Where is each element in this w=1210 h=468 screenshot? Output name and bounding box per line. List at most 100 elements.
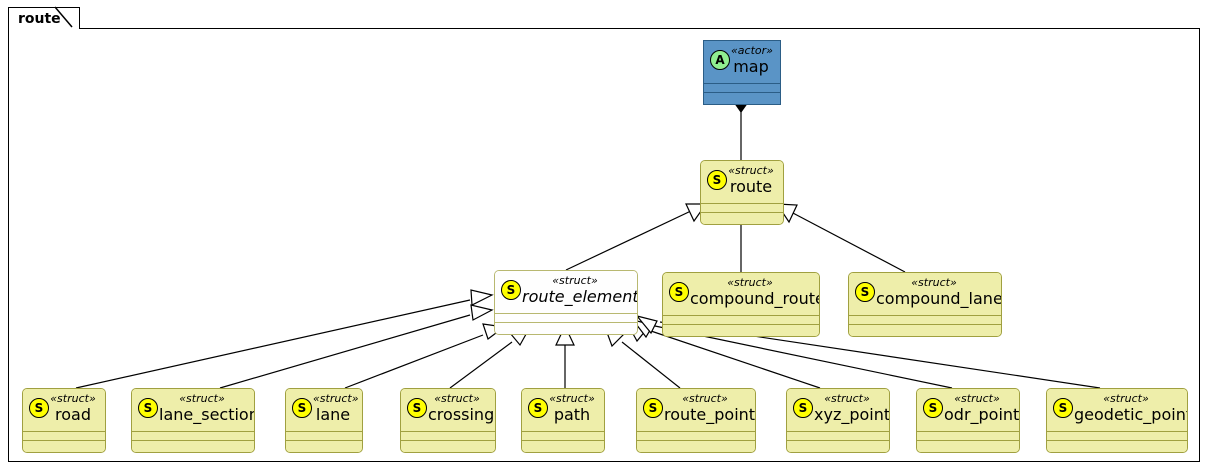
class-node-map-operations-compartment bbox=[704, 92, 780, 104]
struct-badge-icon: S bbox=[923, 398, 943, 418]
class-node-route-element-name: route_element bbox=[522, 287, 638, 306]
class-node-route-operations-compartment bbox=[701, 212, 783, 224]
edge-xyz-point-route-element bbox=[647, 329, 821, 389]
class-node-map-header: A «actor» map bbox=[704, 41, 780, 83]
class-node-compound-route[interactable]: S «struct» compound_route bbox=[662, 272, 820, 337]
class-node-xyz-point[interactable]: S «struct» xyz_point bbox=[786, 388, 890, 453]
edge-crossing-route-element bbox=[449, 341, 513, 389]
class-node-lane-section-attributes-compartment bbox=[132, 431, 254, 440]
class-node-lane-name: lane bbox=[315, 405, 351, 424]
struct-badge-icon: S bbox=[501, 280, 521, 300]
class-node-path-name: path bbox=[553, 405, 591, 424]
class-node-compound-lane-operations-compartment bbox=[849, 324, 1001, 336]
class-node-route[interactable]: S «struct» route bbox=[700, 160, 784, 225]
edge-compound-lane-route bbox=[790, 211, 906, 273]
class-node-route-element-attributes-compartment bbox=[495, 313, 637, 322]
class-node-xyz-point-attributes-compartment bbox=[787, 431, 889, 440]
class-node-compound-lane-header: S «struct» compound_lane bbox=[849, 273, 1001, 315]
class-node-odr-point[interactable]: S «struct» odr_point bbox=[916, 388, 1020, 453]
class-node-xyz-point-operations-compartment bbox=[787, 440, 889, 452]
struct-badge-icon: S bbox=[793, 398, 813, 418]
package-tab: route bbox=[8, 7, 80, 29]
class-node-route-point[interactable]: S «struct» route_point bbox=[636, 388, 756, 453]
class-node-lane[interactable]: S «struct» lane bbox=[285, 388, 363, 453]
class-node-route-attributes-compartment bbox=[701, 203, 783, 212]
struct-badge-icon: S bbox=[292, 398, 312, 418]
class-node-compound-lane-attributes-compartment bbox=[849, 315, 1001, 324]
struct-badge-icon: S bbox=[643, 398, 663, 418]
package-frame bbox=[8, 28, 1200, 462]
struct-badge-icon: S bbox=[707, 170, 727, 190]
class-node-path-attributes-compartment bbox=[522, 431, 604, 440]
struct-badge-icon: S bbox=[855, 282, 875, 302]
class-node-crossing[interactable]: S «struct» crossing bbox=[400, 388, 496, 453]
class-node-route-element[interactable]: S «struct» route_element bbox=[494, 270, 638, 335]
class-node-route-name: route bbox=[729, 177, 773, 196]
class-node-road-name: road bbox=[55, 405, 91, 424]
class-node-odr-point-name: odr_point bbox=[944, 405, 1020, 424]
class-node-crossing-attributes-compartment bbox=[401, 431, 495, 440]
class-node-road-operations-compartment bbox=[23, 440, 105, 452]
class-node-crossing-operations-compartment bbox=[401, 440, 495, 452]
class-node-geodetic-point-attributes-compartment bbox=[1047, 431, 1187, 440]
class-node-route-point-name: route_point bbox=[664, 405, 756, 424]
class-node-road-attributes-compartment bbox=[23, 431, 105, 440]
class-node-xyz-point-header: S «struct» xyz_point bbox=[787, 389, 889, 431]
class-node-route-point-header: S «struct» route_point bbox=[637, 389, 755, 431]
struct-badge-icon: S bbox=[669, 282, 689, 302]
class-node-odr-point-attributes-compartment bbox=[917, 431, 1019, 440]
class-node-compound-lane-stereotype: «struct» bbox=[911, 276, 957, 289]
class-node-path-header: S «struct» path bbox=[522, 389, 604, 431]
class-node-lane-header: S «struct» lane bbox=[286, 389, 362, 431]
class-node-route-point-stereotype: «struct» bbox=[682, 392, 728, 405]
class-node-geodetic-point-name: geodetic_point bbox=[1074, 405, 1188, 424]
edge-route-point-route-element bbox=[621, 341, 681, 389]
class-node-crossing-stereotype: «struct» bbox=[434, 392, 480, 405]
class-node-compound-lane-name: compound_lane bbox=[876, 289, 1002, 308]
class-node-road-header: S «struct» road bbox=[23, 389, 105, 431]
class-node-compound-route-name: compound_route bbox=[690, 289, 820, 308]
class-node-path[interactable]: S «struct» path bbox=[521, 388, 605, 453]
class-node-compound-route-stereotype: «struct» bbox=[727, 276, 773, 289]
class-node-lane-operations-compartment bbox=[286, 440, 362, 452]
class-node-geodetic-point-header: S «struct» geodetic_point bbox=[1047, 389, 1187, 431]
class-node-map-name: map bbox=[733, 57, 769, 76]
class-node-lane-section-stereotype: «struct» bbox=[179, 392, 225, 405]
actor-badge-icon: A bbox=[710, 50, 730, 70]
class-node-map-attributes-compartment bbox=[704, 83, 780, 92]
struct-badge-icon: S bbox=[528, 398, 548, 418]
class-node-map[interactable]: A «actor» map bbox=[703, 40, 781, 105]
class-node-route-element-stereotype: «struct» bbox=[552, 274, 598, 287]
class-node-compound-route-operations-compartment bbox=[663, 324, 819, 336]
package-tab-label: route bbox=[18, 10, 61, 27]
class-node-odr-point-operations-compartment bbox=[917, 440, 1019, 452]
class-node-lane-section-name: lane_section bbox=[159, 405, 255, 424]
class-node-road[interactable]: S «struct» road bbox=[22, 388, 106, 453]
generalization-arrow-lane-section bbox=[470, 304, 494, 321]
class-node-lane-section-operations-compartment bbox=[132, 440, 254, 452]
class-node-route-stereotype: «struct» bbox=[728, 164, 774, 177]
class-node-geodetic-point-stereotype: «struct» bbox=[1103, 392, 1149, 405]
edge-road-route-element bbox=[75, 299, 471, 389]
class-node-crossing-header: S «struct» crossing bbox=[401, 389, 495, 431]
class-node-lane-stereotype: «struct» bbox=[313, 392, 359, 405]
class-node-road-stereotype: «struct» bbox=[50, 392, 96, 405]
class-node-route-point-attributes-compartment bbox=[637, 431, 755, 440]
class-node-crossing-name: crossing bbox=[428, 405, 495, 424]
generalization-arrow-geodetic-point bbox=[635, 314, 658, 335]
generalization-arrow-road bbox=[470, 289, 494, 306]
class-node-path-operations-compartment bbox=[522, 440, 604, 452]
class-node-odr-point-header: S «struct» odr_point bbox=[917, 389, 1019, 431]
generalization-arrow-path bbox=[555, 324, 575, 346]
class-node-geodetic-point[interactable]: S «struct» geodetic_point bbox=[1046, 388, 1188, 453]
class-node-route-header: S «struct» route bbox=[701, 161, 783, 203]
class-node-compound-route-attributes-compartment bbox=[663, 315, 819, 324]
class-node-route-element-operations-compartment bbox=[495, 322, 637, 334]
class-node-compound-lane[interactable]: S «struct» compound_lane bbox=[848, 272, 1002, 337]
class-node-xyz-point-stereotype: «struct» bbox=[824, 392, 870, 405]
class-node-lane-section[interactable]: S «struct» lane_section bbox=[131, 388, 255, 453]
struct-badge-icon: S bbox=[138, 398, 158, 418]
edge-route-element-route bbox=[565, 209, 694, 271]
class-node-lane-section-header: S «struct» lane_section bbox=[132, 389, 254, 431]
